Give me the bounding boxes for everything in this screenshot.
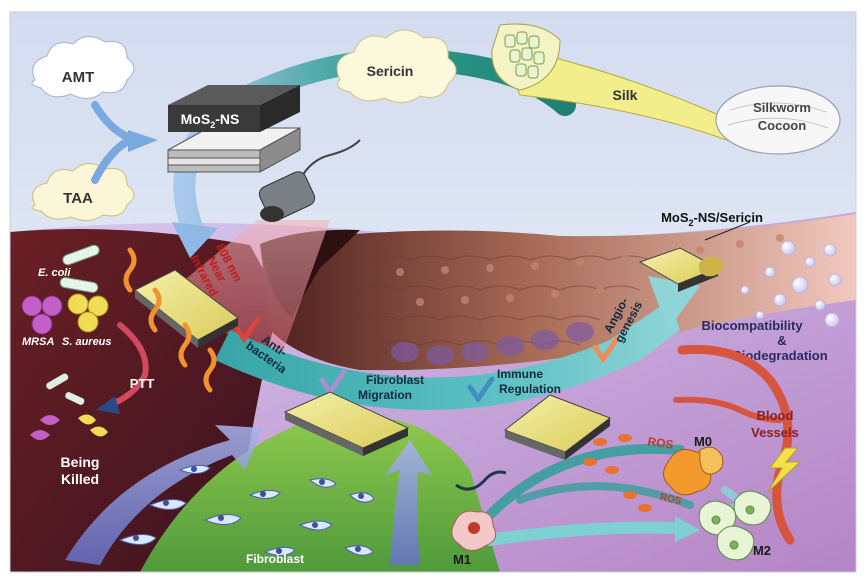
laser-device xyxy=(258,139,361,222)
function-band-arrowhead xyxy=(648,276,700,330)
saureus-label: S. aureus xyxy=(62,336,112,348)
cocoon-label: Cocoon xyxy=(758,118,806,133)
silk-fiber: Silk xyxy=(491,23,749,146)
m1-to-m2-arrowhead xyxy=(675,516,700,542)
purple-cells xyxy=(391,322,594,365)
mos2-ns-label: MoS2-NS xyxy=(181,111,240,130)
m2-macrophages xyxy=(698,490,772,561)
degradation-bubbles xyxy=(740,240,842,328)
figure-frame xyxy=(9,11,857,573)
ecoli-label: E. coli xyxy=(38,267,71,279)
ecoli-bacteria: E. coli xyxy=(38,244,100,293)
composite-sheet-right xyxy=(503,394,612,460)
ptt-label: PTT xyxy=(130,376,155,391)
ros-label-1: ROS xyxy=(647,434,675,451)
silk-label: Silk xyxy=(613,87,638,103)
composite-label: MoS2-NS/Sericin xyxy=(661,210,763,228)
ros-pathway-arrow-1 xyxy=(480,443,685,525)
fibroblast-migration-label-2: Migration xyxy=(358,388,412,402)
immune-regulation-label-2: Regulation xyxy=(499,382,561,396)
m2-label: M2 xyxy=(753,543,771,558)
sericin-label: Sericin xyxy=(367,63,414,79)
immune-regulation-check-icon xyxy=(467,376,495,404)
fibroblast-cells xyxy=(118,464,375,556)
lightning-icon xyxy=(767,447,802,493)
nir-beam xyxy=(160,220,330,360)
merge-arrowhead xyxy=(128,130,158,152)
amt-cloud: AMT xyxy=(31,36,135,99)
mrsa-bacteria xyxy=(21,295,63,335)
nir-label: 808 nm Near Infrared xyxy=(188,241,245,299)
vessels-label: Vessels xyxy=(751,425,799,440)
m1-macrophage: M1 xyxy=(451,510,497,567)
amt-label: AMT xyxy=(62,69,95,86)
mos2-ns-stack: MoS2-NS xyxy=(167,85,301,173)
fibroblast-label: Fibroblast xyxy=(246,552,304,566)
fibroblast-arrow-right xyxy=(385,440,432,565)
function-band-arrow xyxy=(215,300,680,410)
silkworm-cocoon: Silkworm Cocoon xyxy=(715,85,841,155)
angiogenesis-check-icon xyxy=(592,336,620,364)
heat-wave-icons xyxy=(123,247,217,393)
skin-nuclei xyxy=(396,234,784,306)
ros-particles xyxy=(583,434,652,512)
m0-label: M0 xyxy=(694,434,712,449)
ampersand-label: & xyxy=(777,333,786,348)
immune-regulation-label-1: Immune xyxy=(497,367,543,381)
ptt-arrowhead xyxy=(96,396,120,414)
composite-pointer-line xyxy=(704,221,751,241)
being-label: Being xyxy=(61,454,100,470)
ptt-arrow xyxy=(107,322,149,408)
saureus-bacteria xyxy=(67,293,109,333)
composite-sheet-left xyxy=(134,269,239,348)
ros-pathway-arrow-2 xyxy=(516,482,694,509)
m0-macrophage: M0 xyxy=(663,434,724,496)
m1-label: M1 xyxy=(453,552,471,567)
blood-label: Blood xyxy=(757,408,794,423)
fibroblast-arrow-left xyxy=(65,425,262,565)
biocompatibility-label: Biocompatibility xyxy=(701,318,803,333)
mrsa-label: MRSA xyxy=(22,336,54,348)
taa-cloud: TAA xyxy=(31,163,135,221)
biodegradation-label: Biodegradation xyxy=(732,348,827,363)
silkworm-label: Silkworm xyxy=(753,100,811,115)
ros-signal-squiggle xyxy=(455,470,507,491)
blood-vessel-main xyxy=(677,344,795,545)
fibroblast-migration-label-1: Fibroblast xyxy=(366,373,424,387)
killed-bacteria xyxy=(30,373,108,440)
blood-vessel-branch xyxy=(673,396,783,423)
fibroblast-nuclei xyxy=(133,466,364,554)
killed-label: Killed xyxy=(61,471,99,487)
antibacteria-check-icon xyxy=(233,316,261,344)
ros-label-2: ROS xyxy=(659,492,683,507)
taa-label: TAA xyxy=(63,190,93,207)
composite-sheet-degrading xyxy=(638,247,724,292)
m1-to-m2-arrow xyxy=(484,521,686,546)
merge-arrow xyxy=(91,101,134,184)
cycle-arrowhead xyxy=(172,222,218,258)
sericin-cloud: Sericin xyxy=(336,29,457,103)
composite-sheet-middle xyxy=(283,391,410,456)
